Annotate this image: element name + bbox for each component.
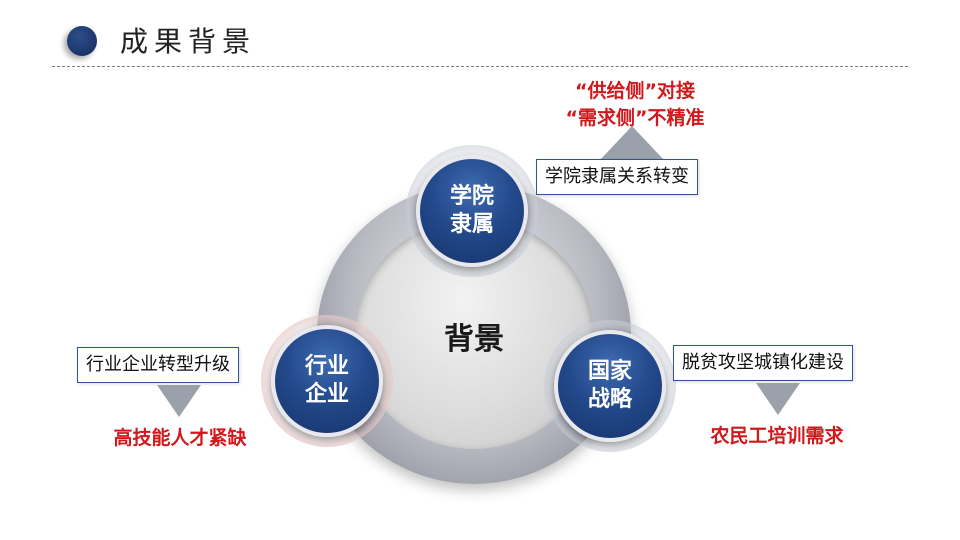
node-national-label: 国家战略	[587, 359, 632, 412]
triangle-down-national	[756, 383, 800, 415]
triangle-down-industry	[157, 385, 201, 417]
node-college-label: 学院隶属	[449, 184, 494, 237]
center-label: 背景	[444, 322, 504, 357]
title-bullet-dot	[67, 26, 97, 56]
node-national[interactable]: 国家战略	[554, 330, 666, 442]
page-title: 成果背景	[120, 25, 257, 58]
box-national: 脱贫攻坚城镇化建设	[673, 345, 853, 381]
box-industry: 行业企业转型升级	[77, 347, 239, 383]
note-industry: 高技能人才紧缺	[113, 427, 247, 449]
node-industry-label: 行业企业	[304, 354, 349, 407]
box-college: 学院隶属关系转变	[536, 159, 698, 195]
note-college-line1: “供给侧”对接	[575, 80, 695, 102]
note-college-line2: “需求侧”不精准	[565, 107, 705, 129]
node-industry[interactable]: 行业企业	[271, 325, 383, 437]
node-college[interactable]: 学院隶属	[416, 155, 528, 267]
triangle-up-college	[600, 126, 664, 160]
header-divider	[52, 66, 908, 67]
note-national: 农民工培训需求	[710, 425, 844, 447]
